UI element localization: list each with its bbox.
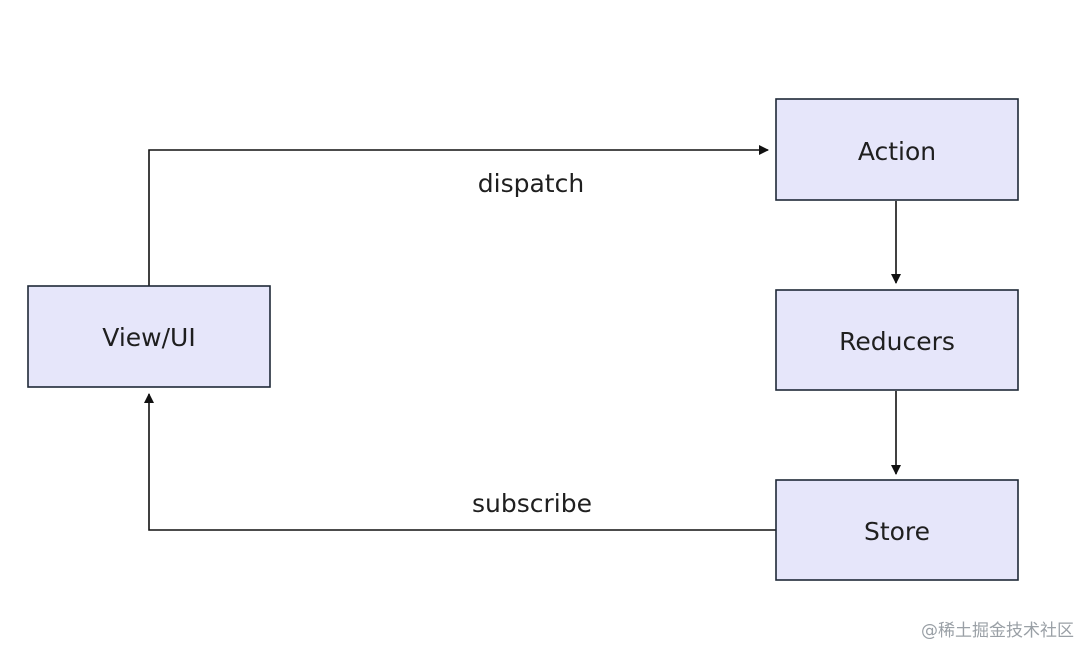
node-reducers: Reducers — [775, 289, 1019, 391]
node-view-ui-label: View/UI — [102, 323, 195, 352]
node-action: Action — [775, 98, 1019, 201]
node-view-ui: View/UI — [27, 285, 271, 388]
node-reducers-label: Reducers — [839, 327, 955, 356]
node-store-label: Store — [864, 517, 930, 546]
node-view-ui-box — [27, 285, 271, 388]
node-action-label: Action — [858, 137, 936, 166]
edge-subscribe-line — [144, 393, 776, 531]
node-action-box — [775, 98, 1019, 201]
edge-subscribe-label: subscribe — [472, 489, 592, 518]
node-store: Store — [775, 479, 1019, 581]
edge-dispatch-line — [148, 145, 769, 289]
node-store-box — [775, 479, 1019, 581]
watermark: @稀土掘金技术社区 — [921, 621, 1074, 641]
edge-dispatch-label: dispatch — [478, 169, 584, 198]
node-reducers-box — [775, 289, 1019, 391]
